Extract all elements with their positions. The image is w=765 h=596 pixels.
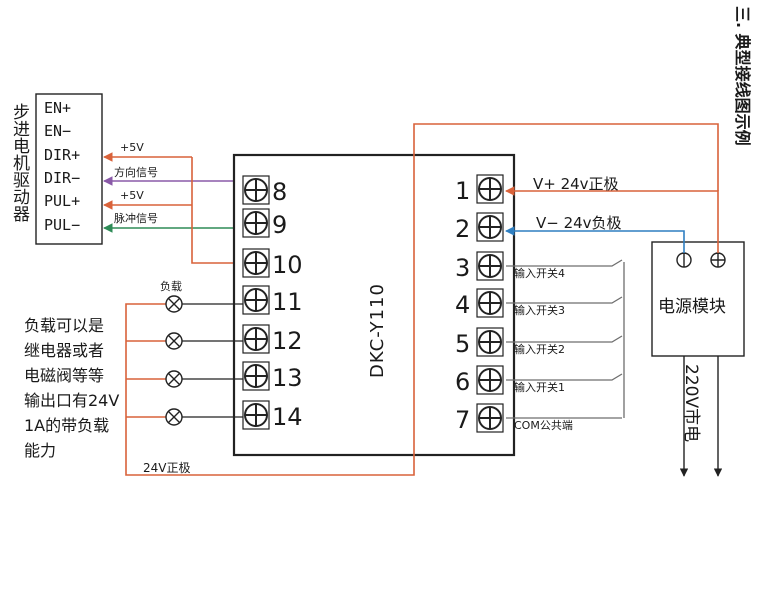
load-label: 负载: [160, 279, 182, 293]
right-terminals: 1 2 3 4 5 6 7: [455, 174, 504, 434]
input-switches: 输入开关4 输入开关3 输入开关2 输入开关1 COM公共端: [506, 259, 625, 432]
input-switch-3: 输入开关3: [514, 303, 565, 317]
terminal-screw: [476, 365, 504, 395]
label-mains: 220V市电: [681, 364, 701, 442]
label-plus5v-2: +5V: [120, 189, 144, 202]
terminal-label-1: 1: [455, 177, 470, 205]
wire-24v-minus: [505, 226, 685, 253]
terminal-screw: [242, 208, 270, 238]
driver-pin-en-plus: EN+: [44, 99, 71, 117]
input-switch-2: 输入开关2: [514, 342, 565, 356]
terminal-label-13: 13: [272, 364, 303, 392]
driver-title: 步进电机驱动器: [9, 103, 30, 222]
heading: 三. 典型接线图示例: [733, 6, 752, 146]
terminal-label-9: 9: [272, 211, 287, 239]
driver-pin-pul-minus: PUL−: [44, 216, 80, 234]
input-switch-1: 输入开关1: [514, 380, 565, 394]
terminal-label-6: 6: [455, 368, 470, 396]
svg-text:电磁阀等等: 电磁阀等等: [24, 366, 104, 385]
terminal-screw: [476, 212, 504, 242]
terminal-screw: [476, 403, 504, 433]
svg-text:1A的带负载: 1A的带负载: [24, 416, 109, 435]
label-v-minus: V− 24v负极: [536, 214, 622, 232]
dkc-module: DKC-Y110: [232, 153, 516, 457]
terminal-screw: [242, 361, 270, 391]
load-icon: [165, 295, 183, 313]
wire-load-bus: [126, 340, 166, 418]
terminal-label-12: 12: [272, 327, 303, 355]
loads: 负载: [160, 279, 243, 426]
load-icon: [165, 370, 183, 388]
terminal-label-2: 2: [455, 215, 470, 243]
left-terminals: 8 9 10 11 12 13 14: [242, 175, 303, 431]
driver-pin-dir-plus: DIR+: [44, 146, 80, 164]
terminal-screw: [242, 324, 270, 354]
terminal-screw: [242, 248, 270, 278]
label-24v-supply: 24V正极: [143, 461, 190, 475]
svg-text:能力: 能力: [24, 441, 56, 460]
module-name: DKC-Y110: [367, 283, 388, 378]
load-icon: [165, 408, 183, 426]
power-module: 电源模块: [651, 241, 745, 357]
wire-24v-loop: [125, 123, 719, 476]
input-switch-4: 输入开关4: [514, 266, 565, 280]
label-v-plus: V+ 24v正极: [533, 175, 619, 193]
power-module-label: 电源模块: [658, 297, 726, 317]
svg-text:输出口有24V: 输出口有24V: [24, 391, 119, 410]
terminal-label-4: 4: [455, 291, 470, 319]
terminal-screw: [476, 174, 504, 204]
load-note: 负载可以是 继电器或者 电磁阀等等 输出口有24V 1A的带负载 能力: [24, 316, 119, 460]
terminal-label-10: 10: [272, 251, 303, 279]
terminal-label-3: 3: [455, 254, 470, 282]
label-plus5v-1: +5V: [120, 141, 144, 154]
label-pulse-signal: 脉冲信号: [114, 211, 158, 225]
load-icon: [165, 332, 183, 350]
terminal-screw: [242, 285, 270, 315]
wire-5v-bus: [191, 157, 238, 264]
terminal-screw: [242, 400, 270, 430]
svg-text:继电器或者: 继电器或者: [24, 341, 104, 360]
terminal-label-11: 11: [272, 288, 303, 316]
terminal-screw: [476, 251, 504, 281]
terminal-label-5: 5: [455, 330, 470, 358]
stepper-driver: 步进电机驱动器 EN+ EN− DIR+ DIR− PUL+ PUL−: [9, 93, 103, 245]
label-dir-signal: 方向信号: [114, 165, 158, 179]
terminal-screw: [476, 327, 504, 357]
terminal-label-7: 7: [455, 406, 470, 434]
com-terminal-label: COM公共端: [514, 419, 573, 432]
driver-pin-dir-minus: DIR−: [44, 169, 80, 187]
terminal-label-8: 8: [272, 178, 287, 206]
driver-pin-en-minus: EN−: [44, 122, 71, 140]
terminal-screw: [476, 288, 504, 318]
driver-pin-pul-plus: PUL+: [44, 192, 80, 210]
svg-text:负载可以是: 负载可以是: [24, 316, 104, 335]
terminal-screw: [242, 175, 270, 205]
terminal-label-14: 14: [272, 403, 303, 431]
